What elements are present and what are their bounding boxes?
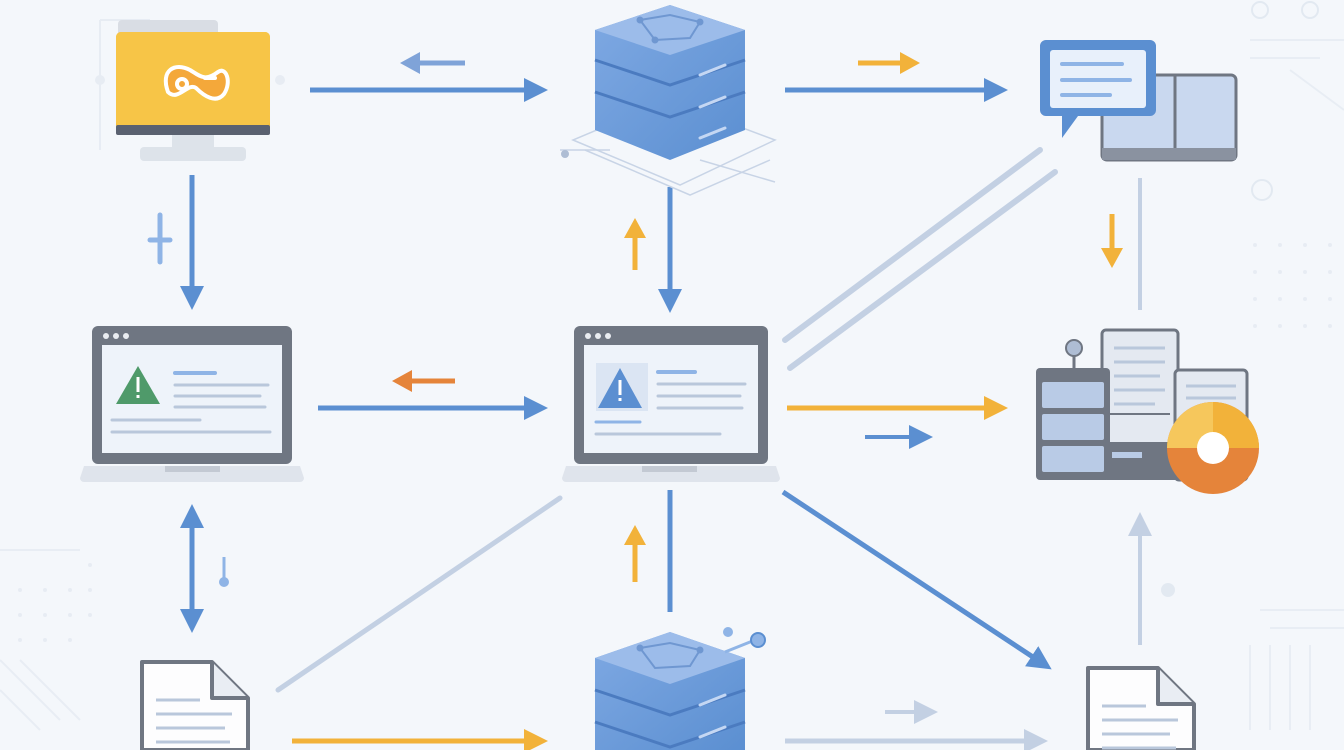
folder-monitor-icon — [116, 20, 270, 161]
small-arrow-right-orange — [858, 52, 920, 74]
warning-icon — [598, 368, 642, 408]
laptop-warning-icon-center — [562, 326, 780, 482]
chat-window-icon — [1040, 40, 1238, 162]
database-server-icon-bottom — [594, 627, 766, 750]
warning-icon — [116, 366, 160, 404]
small-arrow-left-blue — [400, 52, 465, 74]
server-cluster-chart-icon — [1036, 328, 1259, 494]
database-server-icon-top — [560, 5, 777, 196]
small-connector-vertical — [147, 212, 229, 587]
document-icon-left — [140, 660, 250, 750]
document-icon-right — [1086, 666, 1196, 750]
connection-lines — [147, 52, 1152, 750]
small-arrow-left-orange — [392, 370, 455, 392]
pie-chart-icon — [1167, 402, 1259, 494]
small-arrow-up-orange — [624, 218, 646, 270]
small-arrow-up-orange-2 — [624, 525, 646, 582]
laptop-warning-icon-left — [80, 326, 304, 482]
background-decoration — [0, 1, 1344, 731]
small-arrow-down-orange — [1101, 214, 1123, 268]
gamepad-icon — [163, 64, 230, 101]
